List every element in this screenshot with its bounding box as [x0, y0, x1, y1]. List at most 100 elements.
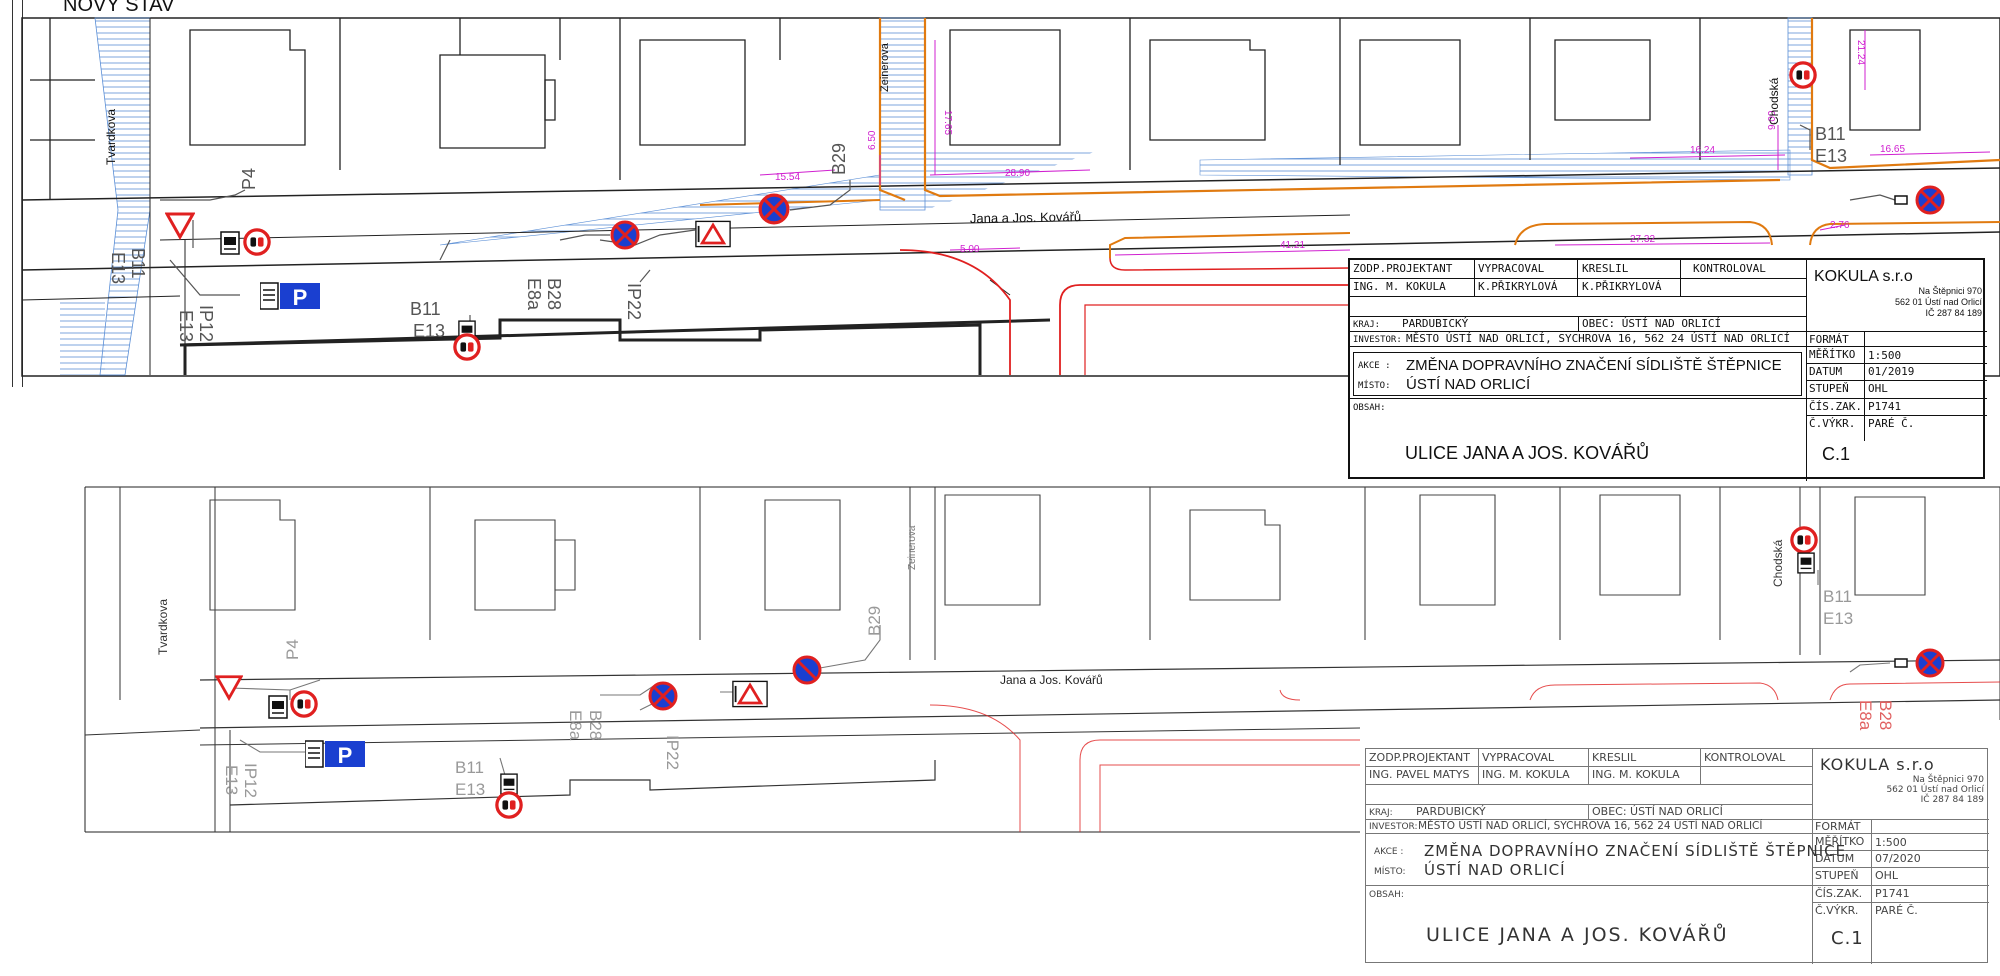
yield-plate-sign-icon [695, 220, 731, 248]
dim-label: 41.21 [1280, 240, 1305, 251]
sign-code: B11 [1815, 124, 1846, 144]
sign-code: B28 [1876, 700, 1895, 730]
label-obsah: OBSAH: [1353, 403, 1386, 413]
label-format: FORMÁT [1815, 820, 1861, 833]
label-kontroloval: KONTROLOVAL [1693, 262, 1766, 275]
street-label-main: Jana a Jos. Kovářů [970, 209, 1082, 226]
top-plan: 15.54 28.90 17.65 6.50 16.24 16.65 5.00 … [21, 17, 2000, 377]
value-vypracoval: ING. M. KOKULA [1482, 768, 1570, 781]
value-investor: MĚSTO ÚSTÍ NAD ORLICÍ, SYCHROVA 16, 562 … [1406, 332, 1791, 345]
value-obsah: ULICE JANA A JOS. KOVÁŘŮ [1405, 443, 1650, 463]
no-stopping-sign-icon [792, 655, 822, 685]
company-address: 562 01 Ústí nad Orlicí [1894, 297, 1982, 307]
value-meritko: 1:500 [1875, 836, 1907, 849]
value-kraj: PARDUBICKÝ [1402, 317, 1469, 330]
sign-code: E13 [1823, 609, 1853, 628]
parking-sign-icon [260, 282, 320, 311]
dim-label: 16.65 [1880, 144, 1905, 155]
sign-code: E13 [455, 780, 485, 799]
sign-code: IP22 [624, 283, 644, 320]
label-cvykr: Č.VÝKR. [1809, 417, 1856, 430]
no-overtaking-sign-icon [290, 690, 318, 718]
dim-label: 27.32 [1630, 234, 1655, 245]
value-ciszak: P1741 [1868, 400, 1902, 413]
dim-label: 17.65 [942, 110, 953, 135]
sign-code: B28 [586, 710, 605, 740]
sign-code: P4 [239, 168, 259, 190]
street-label-zeinerova: Zeinerova [907, 525, 918, 570]
label-akce: AKCE : [1358, 361, 1391, 371]
label-ciszak: ČÍS.ZAK. [1809, 400, 1862, 413]
value-datum: 01/2019 [1868, 365, 1915, 378]
value-akce: ZMĚNA DOPRAVNÍHO ZNAČENÍ SÍDLIŠTĚ ŠTĚPNI… [1424, 842, 1847, 860]
value-ciszak: P1741 [1875, 887, 1910, 900]
street-label-tvardkova: Tvardkova [104, 109, 118, 165]
label-kontroloval: KONTROLOVAL [1704, 751, 1786, 764]
no-overtaking-sign-icon [495, 791, 523, 819]
label-misto: MÍSTO: [1358, 381, 1391, 391]
value-akce: ZMĚNA DOPRAVNÍHO ZNAČENÍ SÍDLIŠTĚ ŠTĚPNI… [1406, 357, 1782, 374]
label-meritko: MĚŘÍTKO [1815, 835, 1865, 848]
sign-code: E13 [176, 310, 196, 342]
label-obsah: OBSAH: [1369, 890, 1404, 900]
street-label-chodska: Chodská [1771, 539, 1785, 587]
sign-code: B29 [829, 143, 849, 175]
plate-sign-icon [500, 773, 518, 795]
value-meritko: 1:500 [1868, 349, 1902, 362]
dim-label: 6.50 [867, 130, 878, 150]
dim-label: 9.00 [1767, 110, 1778, 130]
value-zodp: ING. M. KOKULA [1353, 280, 1446, 293]
plate-sign-icon [268, 695, 288, 719]
value-stupen: OHL [1875, 869, 1899, 882]
value-obsah: ULICE JANA A JOS. KOVÁŘŮ [1426, 924, 1729, 946]
company-ico: IČ 287 84 189 [1920, 795, 1984, 805]
dim-label: 15.54 [775, 172, 800, 183]
company-name: KOKULA s.r.o [1820, 755, 1935, 774]
no-parking-sign-icon [1915, 648, 1945, 678]
sign-code: B11 [1823, 587, 1852, 606]
street-label-tvardkova: Tvardkova [156, 599, 170, 655]
value-kreslil: K.PŘIKRYLOVÁ [1582, 280, 1662, 293]
value-zodp: ING. PAVEL MATYS [1369, 768, 1470, 781]
yield-sign-icon [215, 675, 243, 700]
sign-code: IP12 [241, 763, 260, 798]
sign-code: E13 [222, 765, 241, 795]
bottom-plan: Tvardkova Zeinerova Chodská Jana a Jos. … [84, 486, 2000, 833]
company-name: KOKULA s.r.o [1814, 268, 1913, 285]
sign-code: B11 [455, 758, 484, 777]
label-kreslil: KRESLIL [1582, 262, 1629, 275]
company-ico: IČ 287 84 189 [1925, 308, 1982, 318]
label-investor: INVESTOR: [1369, 822, 1418, 832]
label-pare: PARÉ Č. [1875, 904, 1918, 917]
label-zodp: ZODP.PROJEKTANT [1353, 262, 1453, 275]
title-block-top: ZODP.PROJEKTANT VYPRACOVAL KRESLIL KONTR… [1348, 258, 1987, 481]
top-signs [165, 61, 1945, 361]
label-akce: AKCE : [1374, 847, 1404, 857]
value-kreslil: ING. M. KOKULA [1592, 768, 1680, 781]
sign-code: P4 [283, 639, 302, 660]
sign-code: E8a [524, 278, 544, 311]
label-stupen: STUPEŇ [1815, 869, 1859, 882]
dim-label: 2.76 [1830, 220, 1850, 231]
yield-plate-sign-icon [732, 680, 768, 708]
label-format: FORMÁT [1809, 333, 1849, 346]
sheet-frame-left-inner [12, 0, 13, 387]
yield-sign-icon [165, 212, 195, 239]
label-kraj: KRAJ: [1369, 808, 1393, 818]
sign-code: E13 [1815, 146, 1847, 166]
sheet-label: NOVÝ STAV [63, 0, 175, 16]
label-vypracoval: VYPRACOVAL [1478, 262, 1545, 275]
no-overtaking-sign-icon [243, 228, 271, 256]
value-investor: MĚSTO ÚSTÍ NAD ORLICÍ, SYCHROVA 16, 562 … [1418, 820, 1763, 832]
label-ciszak: ČÍS.ZAK. [1815, 887, 1863, 900]
dim-label: 21.24 [1855, 40, 1866, 65]
title-block-bottom: ZODP.PROJEKTANT VYPRACOVAL KRESLIL KONTR… [1365, 748, 1989, 964]
sign-code: B11 [128, 248, 148, 279]
company-address: 562 01 Ústí nad Orlicí [1886, 785, 1984, 795]
no-parking-sign-icon [758, 193, 790, 225]
label-stupen: STUPEŇ [1809, 382, 1849, 395]
label-misto: MÍSTO: [1374, 867, 1406, 877]
label-zodp: ZODP.PROJEKTANT [1369, 751, 1470, 764]
dim-label: 5.00 [960, 244, 980, 255]
value-kraj: PARDUBICKÝ [1416, 805, 1486, 818]
